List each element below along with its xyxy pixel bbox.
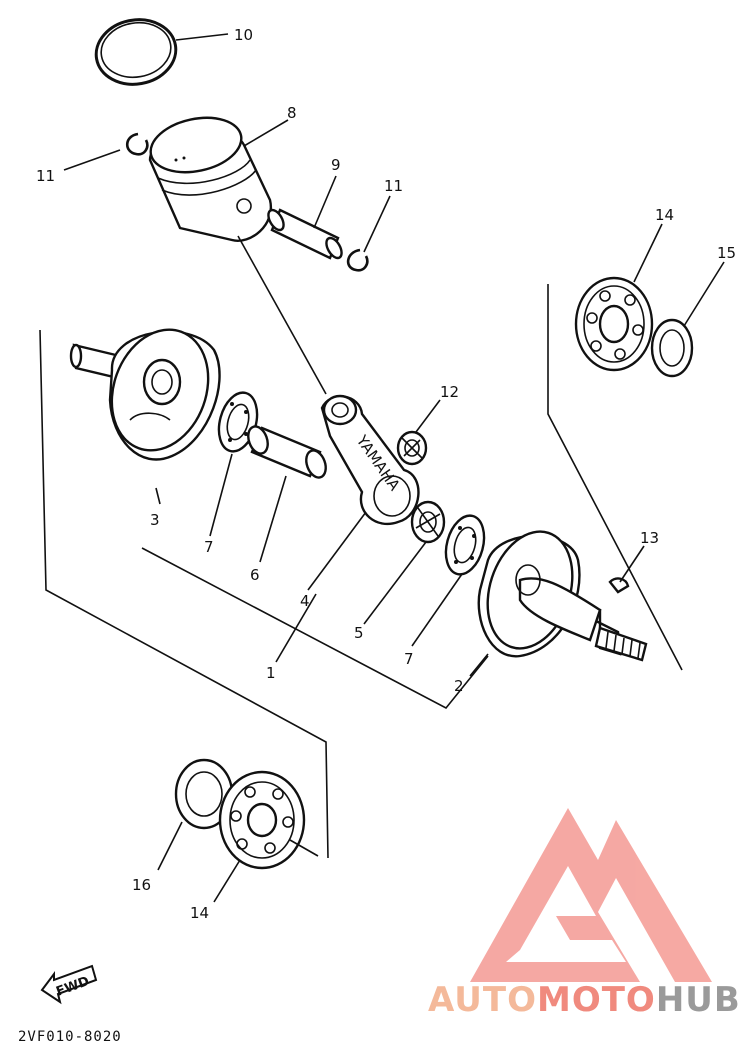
circlip-left: [125, 132, 149, 156]
callout-3: 3: [150, 511, 160, 529]
main-bearing-left: [218, 770, 306, 870]
oil-seal-left: [174, 758, 234, 830]
callout-14-top: 14: [655, 206, 674, 224]
piston-pin: [267, 208, 343, 260]
crank-wheel-left: [69, 328, 221, 461]
callout-4: 4: [300, 592, 310, 610]
callout-6: 6: [250, 566, 260, 584]
callout-11-right: 11: [384, 177, 403, 195]
callout-7-left: 7: [204, 538, 214, 556]
callout-16: 16: [132, 876, 151, 894]
big-end-bearing: [410, 500, 446, 544]
callout-14-bottom: 14: [190, 904, 209, 922]
callout-1: 1: [266, 664, 276, 682]
circlip-right: [346, 248, 369, 272]
callout-15: 15: [717, 244, 736, 262]
main-bearing-right: [574, 276, 654, 372]
piston: [148, 116, 273, 242]
leader-lines: [63, 33, 725, 903]
watermark-text: AUTOMOTOHUB: [428, 980, 741, 1020]
oil-seal-right: [650, 318, 694, 378]
watermark-text-hub: HUB: [655, 980, 741, 1020]
callout-10: 10: [234, 26, 253, 44]
watermark-text-moto: MOTO: [536, 980, 656, 1020]
small-end-bearing: [396, 430, 428, 466]
piston-ring: [94, 18, 178, 86]
assembly-lines: [39, 235, 683, 859]
crank-pin: [247, 425, 327, 479]
callout-8: 8: [287, 104, 297, 122]
callout-labels: 10 8 11 9 11 14 15 12 3 7 13 6 4 5 7 1 2…: [36, 26, 736, 922]
woodruff-key: [608, 577, 630, 594]
callout-7-right: 7: [404, 650, 414, 668]
callout-2: 2: [454, 677, 464, 695]
callout-11-left: 11: [36, 167, 55, 185]
callout-13: 13: [640, 529, 659, 547]
diagram-code: 2VF010-8020: [18, 1029, 122, 1045]
forward-arrow-icon: FWD: [40, 964, 98, 1005]
callout-5: 5: [354, 624, 364, 642]
callout-12: 12: [440, 383, 459, 401]
washer-right: [444, 514, 486, 576]
callout-9: 9: [331, 156, 341, 174]
watermark-text-auto: AUTO: [428, 980, 537, 1020]
crank-wheel-right: [477, 530, 648, 662]
watermark-logo: [470, 808, 712, 982]
